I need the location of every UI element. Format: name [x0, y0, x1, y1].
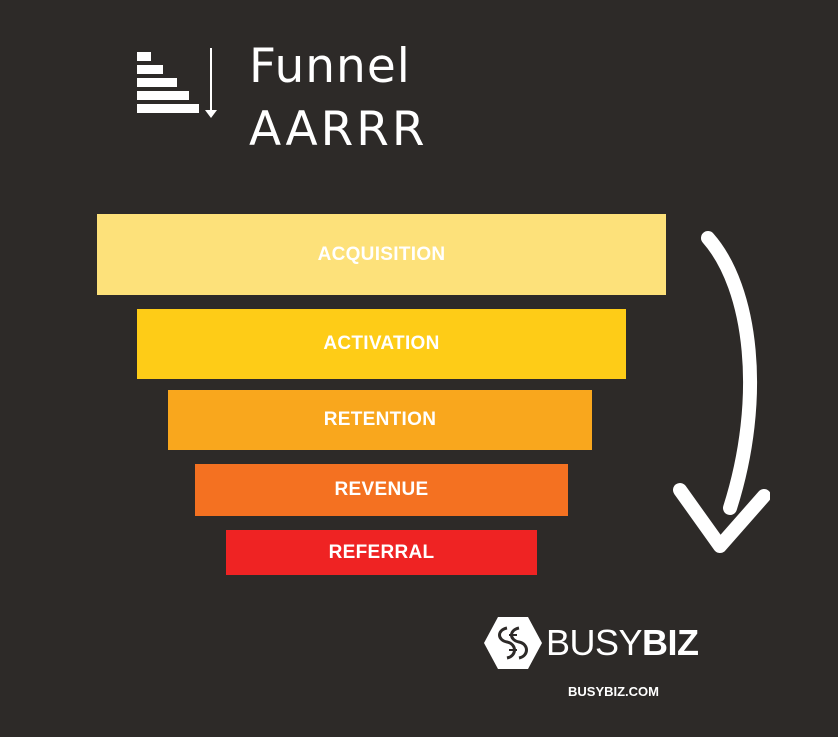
funnel-stage-acquisition: ACQUISITION — [97, 214, 666, 295]
title-line-2: AARRR — [249, 102, 428, 157]
brand-name-bold: BIZ — [642, 622, 699, 663]
funnel-stage-referral: REFERRAL — [226, 530, 537, 575]
brand-website: BUSYBIZ.COM — [568, 684, 659, 699]
stage-label: RETENTION — [323, 409, 437, 430]
hexagon-logo-icon — [484, 617, 542, 669]
stage-label: REVENUE — [334, 479, 429, 500]
funnel-stage-retention: RETENTION — [168, 390, 592, 450]
brand-wordmark: BUSYBIZ — [546, 621, 699, 665]
stage-label: REFERRAL — [328, 541, 435, 563]
funnel-stage-revenue: REVENUE — [195, 464, 568, 516]
stage-label: ACQUISITION — [317, 243, 446, 265]
descending-bars-arrow-icon — [137, 48, 217, 118]
stage-label: ACTIVATION — [323, 333, 440, 354]
title-line-1: Funnel — [249, 39, 411, 94]
brand-name-light: BUSY — [546, 622, 643, 663]
funnel-stage-activation: ACTIVATION — [137, 309, 626, 379]
curved-down-arrow-icon — [673, 231, 770, 553]
